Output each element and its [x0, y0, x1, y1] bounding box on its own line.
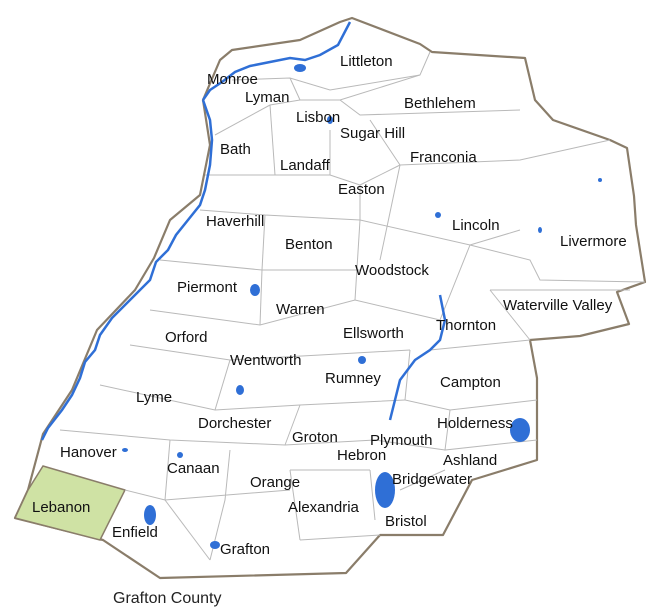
town-label-landaff: Landaff — [280, 157, 330, 174]
town-label-alexandria: Alexandria — [288, 499, 359, 516]
town-label-waterville-valley: Waterville Valley — [503, 297, 613, 314]
lebanon-highlight — [13, 465, 127, 541]
town-label-piermont: Piermont — [177, 279, 238, 296]
town-label-lyme: Lyme — [136, 389, 173, 406]
town-label-lyman: Lyman — [245, 89, 290, 106]
town-label-orange: Orange — [250, 474, 301, 491]
town-label-plymouth: Plymouth — [370, 432, 433, 449]
town-label-dorchester: Dorchester — [198, 415, 272, 432]
town-label-littleton: Littleton — [340, 53, 393, 70]
town-label-bath: Bath — [220, 141, 251, 158]
town-label-canaan: Canaan — [167, 460, 220, 477]
town-label-lisbon: Lisbon — [296, 109, 341, 126]
town-label-grafton: Grafton — [220, 541, 271, 558]
rivers — [40, 21, 447, 441]
town-label-livermore: Livermore — [560, 233, 627, 250]
town-label-bethlehem: Bethlehem — [404, 95, 476, 112]
town-label-hanover: Hanover — [60, 444, 117, 461]
town-label-franconia: Franconia — [410, 149, 477, 166]
town-label-woodstock: Woodstock — [355, 262, 429, 279]
town-label-easton: Easton — [338, 181, 385, 198]
town-label-enfield: Enfield — [112, 524, 158, 541]
town-label-holderness: Holderness — [437, 415, 513, 432]
town-label-lebanon: Lebanon — [32, 499, 91, 516]
lakes — [122, 64, 602, 549]
town-label-campton: Campton — [440, 374, 501, 391]
town-label-ashland: Ashland — [443, 452, 498, 469]
town-label-lincoln: Lincoln — [452, 217, 500, 234]
town-label-ellsworth: Ellsworth — [343, 325, 404, 342]
county-title: Grafton County — [113, 590, 222, 607]
town-label-thornton: Thornton — [436, 317, 497, 334]
town-label-monroe: Monroe — [207, 71, 258, 88]
town-label-haverhill: Haverhill — [206, 213, 265, 230]
town-label-bristol: Bristol — [385, 513, 427, 530]
town-label-hebron: Hebron — [337, 447, 387, 464]
town-label-groton: Groton — [292, 429, 338, 446]
town-label-benton: Benton — [285, 236, 333, 253]
town-label-bridgewater: Bridgewater — [392, 471, 473, 488]
town-boundaries — [59, 51, 646, 561]
town-label-wentworth: Wentworth — [230, 352, 302, 369]
town-label-orford: Orford — [165, 329, 208, 346]
town-label-rumney: Rumney — [325, 370, 381, 387]
town-label-sugar-hill: Sugar Hill — [340, 125, 406, 142]
town-label-warren: Warren — [276, 301, 325, 318]
